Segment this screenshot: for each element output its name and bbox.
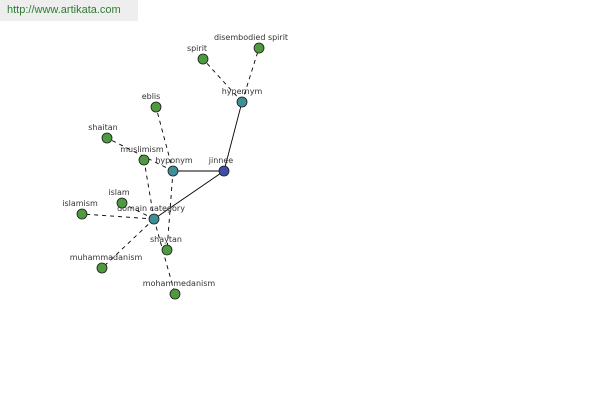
node-marker-muslimism[interactable]: [138, 154, 150, 166]
node-marker-hyponym[interactable]: [167, 165, 179, 177]
edge-hyponym-to-eblis: [155, 106, 174, 172]
node-hypernym[interactable]: hypernym: [222, 87, 263, 108]
node-label-spirit: spirit: [187, 44, 207, 53]
graph-nodes: jinnee hypernym hyponym domain category spir…: [62, 33, 288, 300]
node-label-shaytan: shaytan: [150, 235, 182, 244]
edge-domain-category-to-muslimism: [143, 159, 155, 220]
node-marker-disembodied-spirit[interactable]: [253, 42, 265, 54]
graph-edges: [81, 47, 260, 295]
node-label-hypernym: hypernym: [222, 87, 263, 96]
node-hyponym[interactable]: hyponym: [155, 156, 193, 177]
node-marker-spirit[interactable]: [197, 53, 209, 65]
node-shaitan-1[interactable]: shaitan: [88, 123, 118, 144]
node-disembodied-spirit[interactable]: disembodied spirit: [214, 33, 288, 54]
node-marker-islamism[interactable]: [76, 208, 88, 220]
node-islamism[interactable]: islamism: [62, 199, 98, 220]
node-label-mohammedanism: mohammedanism: [143, 279, 216, 288]
edge-domain-category-to-islam: [121, 202, 155, 220]
node-label-islam: islam: [108, 188, 130, 197]
node-marker-shaitan-1[interactable]: [101, 132, 113, 144]
node-label-shaitan-1: shaitan: [88, 123, 117, 132]
edge-jinnee-to-domain-category: [153, 170, 225, 220]
node-muslimism[interactable]: muslimism: [120, 145, 164, 166]
node-label-islamism: islamism: [62, 199, 98, 208]
edge-jinnee-to-hypernym: [223, 101, 243, 172]
node-marker-muhammadanism[interactable]: [96, 262, 108, 274]
node-label-domain-category: domain category: [117, 204, 185, 213]
node-shaytan[interactable]: shaytan: [150, 235, 182, 256]
node-marker-hypernym[interactable]: [236, 96, 248, 108]
node-marker-shaytan[interactable]: [161, 244, 173, 256]
node-label-jinnee: jinnee: [208, 156, 234, 165]
node-marker-eblis[interactable]: [150, 101, 162, 113]
node-muhammadanism[interactable]: muhammadanism: [70, 253, 143, 274]
node-marker-jinnee[interactable]: [218, 165, 230, 177]
node-label-muslimism: muslimism: [120, 145, 164, 154]
node-marker-islam[interactable]: [116, 197, 128, 209]
site-url-link[interactable]: http://www.artikata.com: [7, 4, 121, 16]
node-eblis[interactable]: eblis: [142, 92, 162, 113]
edge-hyponym-to-shaitan-1: [106, 137, 174, 172]
node-label-disembodied-spirit: disembodied spirit: [214, 33, 288, 42]
node-marker-domain-category[interactable]: [148, 213, 160, 225]
node-label-hyponym: hyponym: [155, 156, 193, 165]
node-label-muhammadanism: muhammadanism: [70, 253, 143, 262]
edge-hyponym-to-shaytan: [166, 170, 174, 251]
node-marker-mohammedanism[interactable]: [169, 288, 181, 300]
edge-domain-category-to-mohammedanism: [153, 218, 176, 295]
edge-domain-category-to-islamism: [81, 213, 155, 220]
edge-domain-category-to-muhammadanism: [101, 218, 155, 269]
edge-hypernym-to-spirit: [202, 58, 243, 103]
url-banner: http://www.artikata.com: [0, 0, 138, 21]
node-jinnee[interactable]: jinnee: [208, 156, 234, 177]
node-mohammedanism[interactable]: mohammedanism: [143, 279, 216, 300]
node-spirit[interactable]: spirit: [187, 44, 209, 65]
node-domain-category[interactable]: domain category: [117, 204, 185, 225]
node-label-eblis: eblis: [142, 92, 161, 101]
edge-hypernym-to-disembodied-spirit: [241, 47, 260, 103]
node-islam[interactable]: islam: [108, 188, 130, 209]
